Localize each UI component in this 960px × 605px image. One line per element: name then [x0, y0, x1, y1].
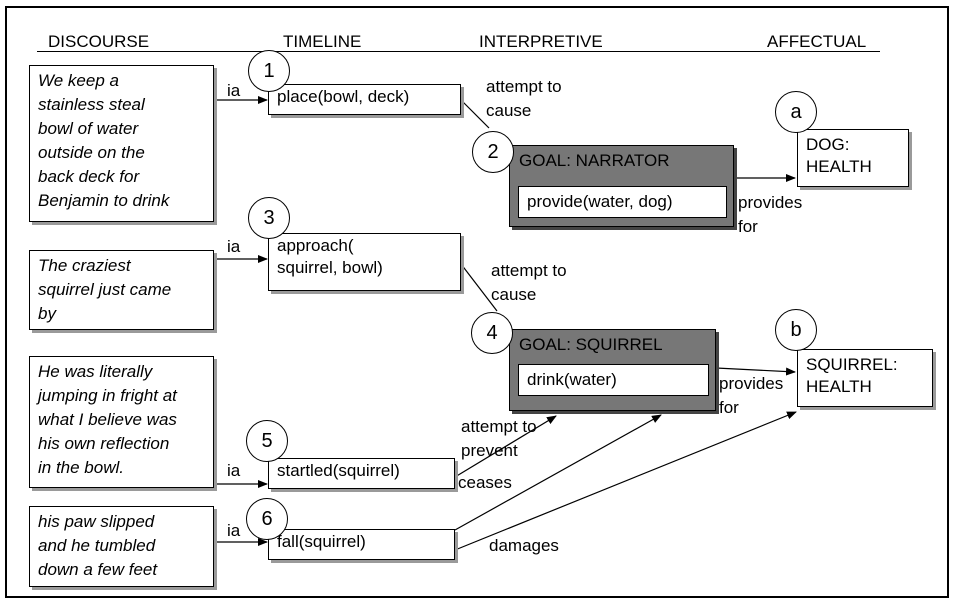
discourse-line: back deck for	[38, 167, 140, 186]
discourse-line: He was literally	[38, 362, 153, 381]
timeline-text: place(bowl, deck)	[277, 87, 410, 106]
goal-content: drink(water)	[518, 364, 709, 396]
diagram-frame	[5, 6, 949, 598]
node-number-4: 4	[471, 312, 513, 354]
affect-text: HEALTH	[806, 377, 872, 396]
discourse-line: squirrel just came	[38, 280, 172, 299]
discourse-line: The craziest	[38, 256, 131, 275]
node-letter-b: b	[775, 309, 817, 351]
discourse-box-1: We keep a stainless steal bowl of water …	[29, 65, 214, 222]
node-number-6: 6	[246, 498, 288, 540]
affect-text: SQUIRREL:	[806, 355, 898, 374]
label-line: for	[738, 217, 758, 236]
timeline-text: fall(squirrel)	[277, 532, 366, 551]
attempt-to-cause-line-2	[460, 263, 498, 312]
header-discourse: DISCOURSE	[48, 32, 150, 51]
label-line: prevent	[461, 441, 518, 460]
affect-text: HEALTH	[806, 157, 872, 176]
ceases-label: ceases	[458, 473, 512, 492]
header-interpretive: INTERPRETIVE	[479, 32, 603, 51]
discourse-line: by	[38, 304, 56, 323]
attempt-to-prevent-label: attempt to prevent	[461, 415, 537, 463]
label-line: provides	[719, 374, 784, 393]
goal-title: GOAL: NARRATOR	[519, 151, 670, 170]
attempt-to-cause-label-2: attempt to cause	[491, 259, 567, 307]
discourse-box-4: his paw slipped and he tumbled down a fe…	[29, 506, 214, 587]
ia-label-4: ia	[227, 521, 241, 540]
header-rule	[37, 51, 880, 52]
discourse-box-3: He was literally jumping in fright at wh…	[29, 356, 214, 488]
timeline-text: startled(squirrel)	[277, 461, 400, 480]
ia-label-1: ia	[227, 81, 241, 100]
ia-label-2: ia	[227, 237, 241, 256]
discourse-line: down a few feet	[38, 560, 158, 579]
node-number-1: 1	[248, 50, 290, 92]
goal-title: GOAL: SQUIRREL	[519, 335, 663, 354]
node-number-5: 5	[246, 420, 288, 462]
label-line: provides	[738, 193, 803, 212]
discourse-line: his own reflection	[38, 434, 170, 453]
label-line: attempt to	[486, 77, 562, 96]
attempt-to-prevent-arrow	[454, 415, 557, 478]
node-number-2: 2	[472, 131, 514, 173]
discourse-line: jumping in fright at	[38, 386, 177, 405]
label-line: attempt to	[461, 417, 537, 436]
attempt-to-cause-line-1	[460, 99, 490, 129]
provides-for-label-2: provides for	[719, 372, 783, 420]
affect-text: DOG:	[806, 135, 850, 154]
label-line: cause	[491, 285, 537, 304]
provides-for-arrow-2	[715, 367, 796, 376]
discourse-line: in the bowl.	[38, 458, 124, 477]
discourse-line: and he tumbled	[38, 536, 156, 555]
attempt-to-cause-label-1: attempt to cause	[486, 75, 562, 123]
discourse-line: We keep a	[38, 71, 119, 90]
node-number-3: 3	[248, 197, 290, 239]
discourse-line: Benjamin to drink	[38, 191, 170, 210]
label-line: attempt to	[491, 261, 567, 280]
damages-arrow	[454, 411, 797, 551]
damages-label: damages	[489, 536, 559, 555]
timeline-box-3: approach( squirrel, bowl)	[268, 233, 461, 291]
node-letter-a: a	[775, 91, 817, 133]
timeline-text: approach(	[277, 236, 354, 255]
timeline-box-5: startled(squirrel)	[268, 458, 455, 489]
discourse-line: outside on the	[38, 143, 145, 162]
affect-box-dog-health: DOG: HEALTH	[797, 129, 909, 187]
label-line: cause	[486, 101, 532, 120]
timeline-box-1: place(bowl, deck)	[268, 84, 461, 115]
discourse-line: his paw slipped	[38, 512, 155, 531]
label-line: for	[719, 398, 739, 417]
header-affectual: AFFECTUAL	[767, 32, 867, 51]
header-timeline: TIMELINE	[283, 32, 362, 51]
ceases-arrow	[454, 414, 662, 531]
affect-box-squirrel-health: SQUIRREL: HEALTH	[797, 349, 933, 407]
discourse-line: stainless steal	[38, 95, 145, 114]
discourse-line: bowl of water	[38, 119, 139, 138]
provides-for-label-1: provides for	[738, 191, 802, 239]
goal-box-squirrel: GOAL: SQUIRREL drink(water)	[509, 329, 716, 411]
timeline-text: squirrel, bowl)	[277, 258, 383, 277]
discourse-line: what I believe was	[38, 410, 177, 429]
ia-label-3: ia	[227, 461, 241, 480]
timeline-box-6: fall(squirrel)	[268, 529, 455, 560]
goal-box-narrator: GOAL: NARRATOR provide(water, dog)	[509, 145, 734, 227]
goal-content: provide(water, dog)	[518, 186, 727, 218]
discourse-box-2: The craziest squirrel just came by	[29, 250, 214, 330]
